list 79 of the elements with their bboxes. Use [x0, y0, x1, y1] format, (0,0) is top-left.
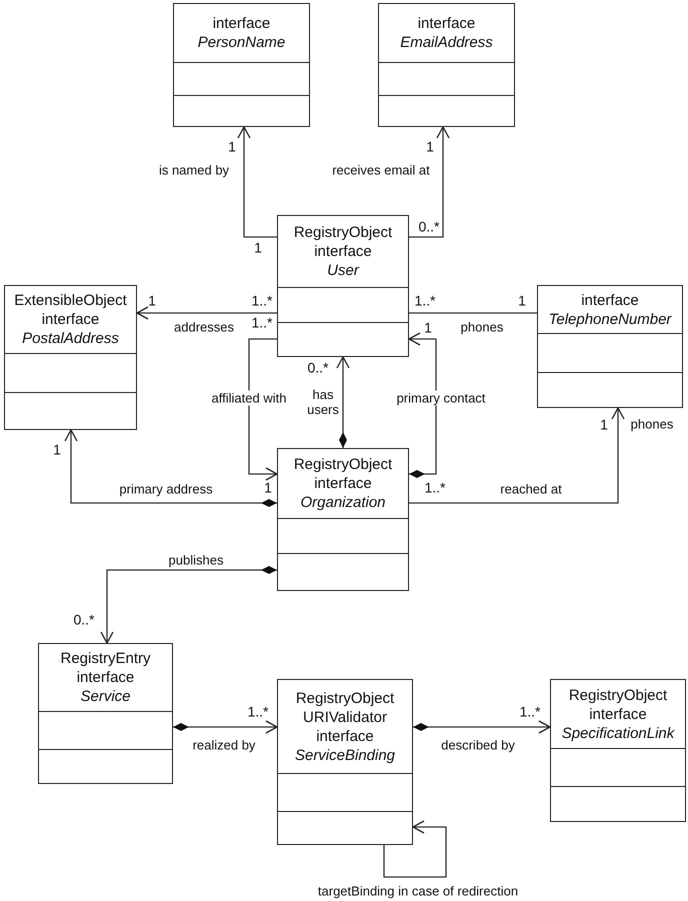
- class-name: TelephoneNumber: [548, 310, 672, 328]
- multiplicity-label: 0..*: [74, 612, 94, 628]
- class-name: Service: [80, 687, 131, 706]
- class-box: [4, 285, 137, 430]
- edge-label: has users: [306, 387, 340, 417]
- edge-label: phones: [460, 320, 504, 334]
- edge-label: publishes: [168, 552, 224, 568]
- edge-label: affiliated with: [210, 390, 288, 406]
- multiplicity-label: 1: [426, 140, 434, 154]
- association-line: [100, 566, 277, 644]
- multiplicity-label: 1: [518, 294, 526, 308]
- multiplicity-label: 0..*: [308, 360, 328, 376]
- class-box: [537, 285, 683, 408]
- association-line: [336, 356, 350, 448]
- class-name: PersonName: [198, 33, 286, 52]
- stereotype-label: RegistryObject: [294, 223, 392, 242]
- multiplicity-label: 1..*: [252, 294, 272, 308]
- multiplicity-label: 1: [264, 480, 272, 496]
- association-line: [136, 306, 277, 320]
- stereotype-label: interface: [314, 474, 372, 493]
- class-box: [38, 643, 173, 784]
- multiplicity-label: 1..*: [248, 704, 268, 720]
- multiplicity-label: 1: [148, 294, 156, 308]
- stereotype-label: interface: [418, 14, 476, 33]
- stereotype-label: RegistryObject: [296, 688, 394, 708]
- stereotype-label: ExtensibleObject: [14, 291, 127, 310]
- stereotype-label: RegistryObject: [568, 686, 668, 704]
- edge-label: primary address: [118, 482, 214, 496]
- multiplicity-label: 1: [53, 442, 61, 458]
- class-box: [277, 679, 413, 845]
- multiplicity-label: 1: [254, 240, 262, 256]
- edge-label: realized by: [192, 738, 256, 752]
- edge-label: addresses: [173, 320, 235, 334]
- class-name: SpecificationLink: [562, 724, 674, 742]
- multiplicity-label: 0..*: [418, 220, 440, 234]
- association-line: [413, 720, 551, 734]
- stereotype-label: URIValidator: [303, 708, 387, 726]
- class-name: Organization: [300, 493, 386, 512]
- stereotype-label: interface: [581, 290, 639, 310]
- association-line: [409, 312, 537, 314]
- class-box: [378, 3, 515, 127]
- association-line: [409, 126, 450, 238]
- stereotype-label: interface: [76, 668, 134, 687]
- stereotype-label: interface: [42, 310, 100, 329]
- edge-label: primary contact: [396, 390, 486, 406]
- stereotype-label: RegistryEntry: [60, 649, 151, 668]
- multiplicity-label: 1: [228, 140, 236, 154]
- stereotype-label: interface: [212, 14, 270, 33]
- class-name: EmailAddress: [400, 33, 493, 52]
- edge-label: receives email at: [331, 162, 431, 178]
- association-line: [173, 720, 278, 734]
- stereotype-label: interface: [589, 704, 647, 724]
- class-name: User: [327, 261, 359, 280]
- edge-label: is named by: [158, 162, 230, 178]
- multiplicity-label: 1..*: [520, 704, 540, 720]
- edge-label: targetBinding in case of redirection: [316, 884, 520, 898]
- class-box: [277, 448, 409, 591]
- class-box: [173, 3, 310, 127]
- class-box: [550, 679, 686, 822]
- stereotype-label: RegistryObject: [294, 455, 392, 474]
- association-line: [409, 407, 625, 504]
- association-line: [237, 126, 277, 238]
- multiplicity-label: 1..*: [252, 316, 272, 330]
- multiplicity-label: 1..*: [424, 480, 446, 496]
- stereotype-label: interface: [316, 726, 374, 746]
- multiplicity-label: 1: [424, 320, 432, 336]
- edge-label: described by: [440, 738, 516, 752]
- multiplicity-label: 1..*: [414, 294, 436, 308]
- association-line: [408, 332, 437, 478]
- multiplicity-label: 1: [600, 418, 608, 432]
- association-line: [248, 338, 278, 481]
- class-box: [277, 215, 409, 357]
- class-name: ServiceBinding: [294, 746, 396, 764]
- role-label: phones: [630, 416, 674, 432]
- class-name: PostalAddress: [22, 329, 119, 348]
- association-line: [64, 429, 277, 507]
- edge-label: reached at: [499, 482, 563, 496]
- association-line: [383, 820, 447, 878]
- stereotype-label: interface: [314, 242, 372, 261]
